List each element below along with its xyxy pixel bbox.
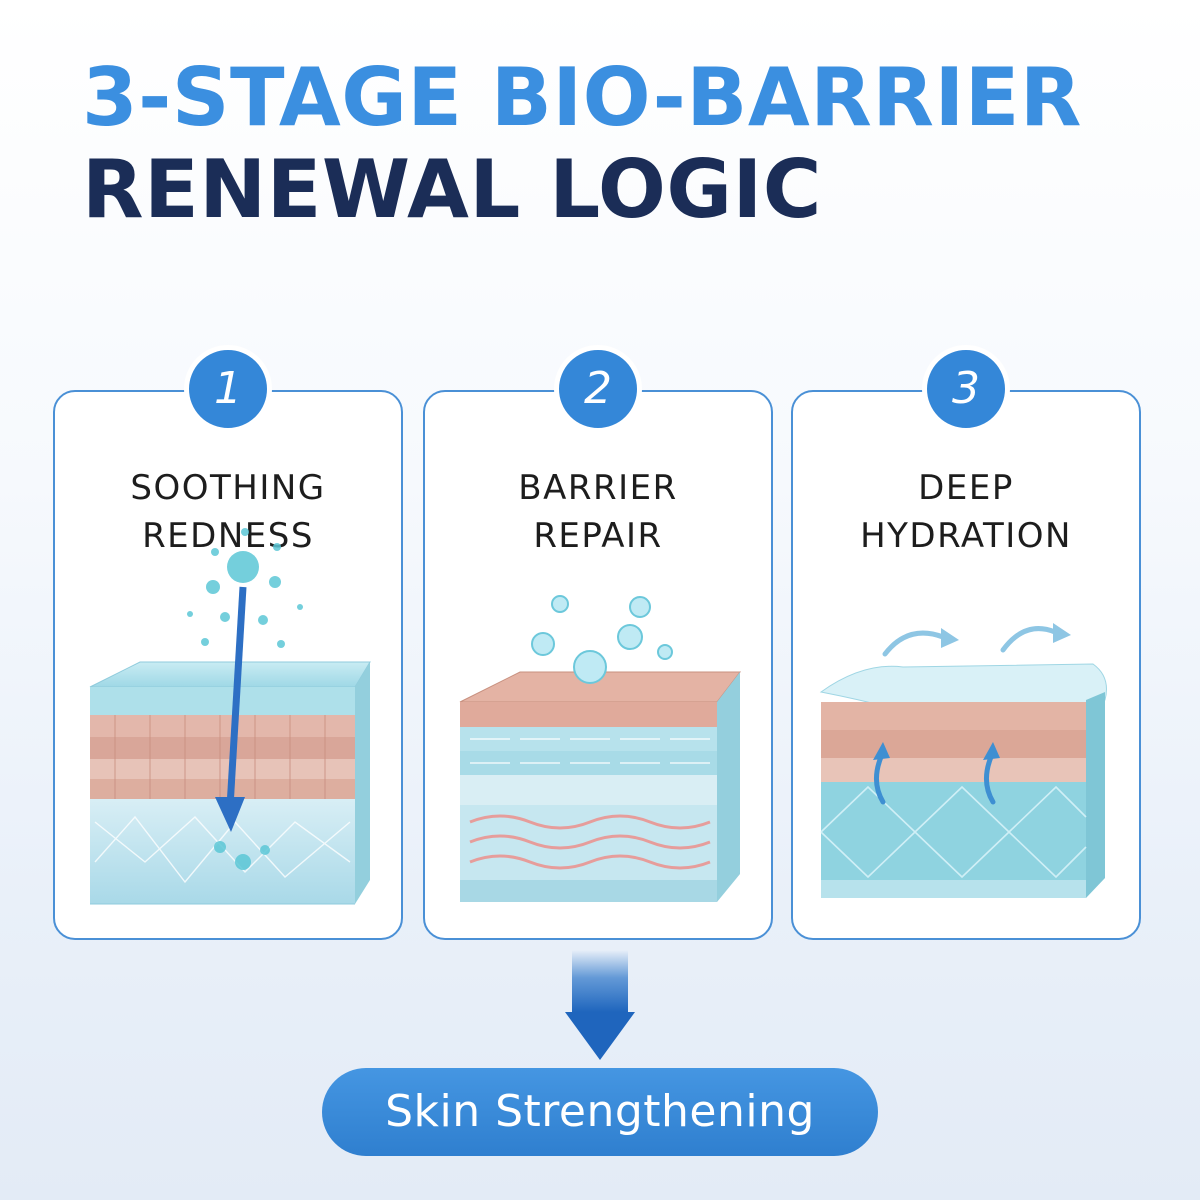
stage-1-badge: 1 (184, 345, 272, 433)
skin-cross-section-soothing-icon (89, 528, 371, 905)
stage-card-1: SOOTHING REDNESS (53, 390, 403, 940)
arrow-down-icon (565, 950, 635, 1060)
result-label: Skin Strengthening (322, 1068, 878, 1156)
stage-card-3: DEEP HYDRATION (791, 390, 1141, 940)
stage-1-title: SOOTHING REDNESS (130, 468, 326, 556)
stage-2-badge: 2 (554, 345, 642, 433)
stage-3-badge: 3 (922, 345, 1010, 433)
headline-line-2: RENEWAL LOGIC (82, 143, 823, 236)
stage-card-2: BARRIER REPAIR (423, 390, 773, 940)
skin-cross-section-barrier-icon (459, 595, 742, 902)
headline: 3-STAGE BIO-BARRIER RENEWAL LOGIC (82, 52, 1082, 236)
headline-line-1: 3-STAGE BIO-BARRIER (82, 51, 1082, 144)
stage-2-title: BARRIER REPAIR (518, 468, 678, 556)
skin-cross-section-hydration-icon (819, 623, 1107, 898)
stage-3-title: DEEP HYDRATION (860, 468, 1072, 556)
